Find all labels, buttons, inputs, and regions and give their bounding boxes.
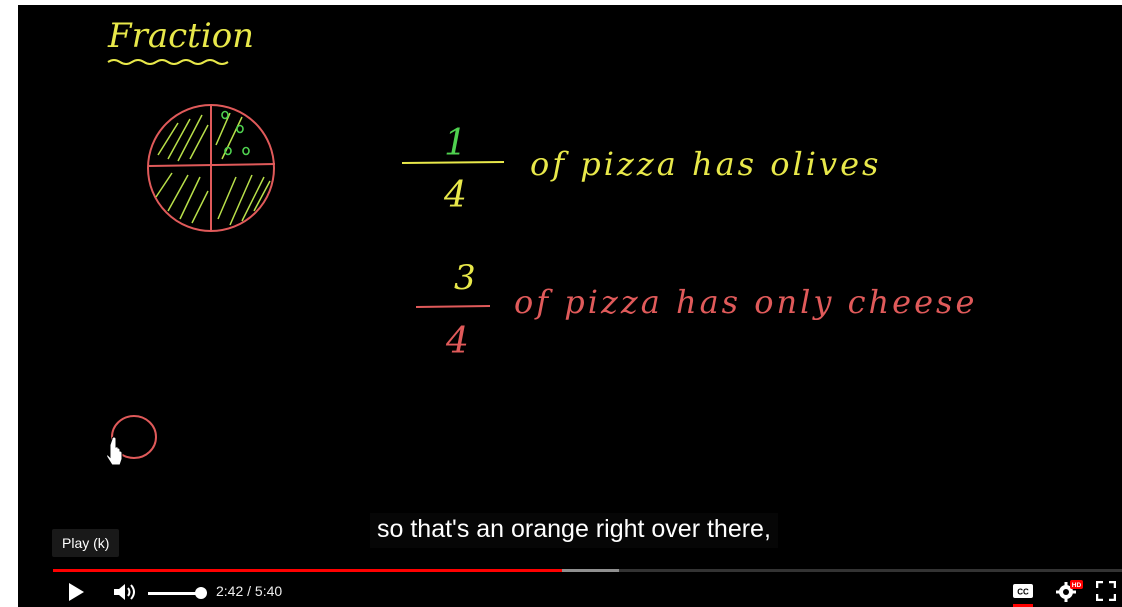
fraction2-text: of pizza has only cheese (514, 283, 977, 321)
svg-text:CC: CC (1017, 588, 1029, 597)
time-display: 2:42 / 5:40 (216, 583, 283, 599)
hand-cursor-icon (106, 436, 123, 466)
settings-button[interactable]: HD (1054, 580, 1084, 602)
fullscreen-button[interactable] (1094, 580, 1118, 602)
fraction1-text: of pizza has olives (530, 145, 881, 183)
progress-bar[interactable] (53, 569, 1122, 572)
fullscreen-icon (1096, 581, 1116, 601)
fraction1-numerator: 1 (444, 123, 467, 164)
caption-text: so that's an orange right over there, (370, 513, 778, 548)
fraction2-numerator: 3 (454, 258, 476, 298)
volume-slider-handle[interactable] (195, 587, 207, 599)
play-icon (69, 583, 84, 601)
settings-icon: HD (1056, 580, 1083, 602)
captions-icon: CC (1013, 584, 1033, 598)
fraction2-denominator: 4 (445, 321, 469, 362)
chalkboard: Fraction (106, 16, 977, 466)
pizza-drawing (147, 104, 276, 232)
fraction-three-quarters: 3 4 of pizza has only cheese (415, 258, 977, 362)
title-underline (107, 59, 229, 65)
captions-active-indicator (1013, 604, 1033, 607)
captions-button[interactable]: CC (1012, 582, 1034, 600)
progress-played (53, 569, 562, 572)
board-title: Fraction (107, 16, 254, 56)
fraction-one-quarter: 1 4 of pizza has olives (401, 123, 881, 216)
hd-badge: HD (1072, 582, 1082, 589)
video-player[interactable]: Fraction (18, 5, 1122, 607)
play-tooltip: Play (k) (52, 529, 120, 557)
orange-drawing (111, 415, 157, 459)
volume-slider[interactable] (148, 592, 204, 595)
mute-button[interactable] (112, 581, 138, 603)
volume-icon (114, 584, 135, 600)
control-bar: 2:42 / 5:40 CC HD (18, 573, 1122, 607)
fraction1-denominator: 4 (443, 175, 467, 216)
play-button[interactable] (64, 581, 88, 603)
